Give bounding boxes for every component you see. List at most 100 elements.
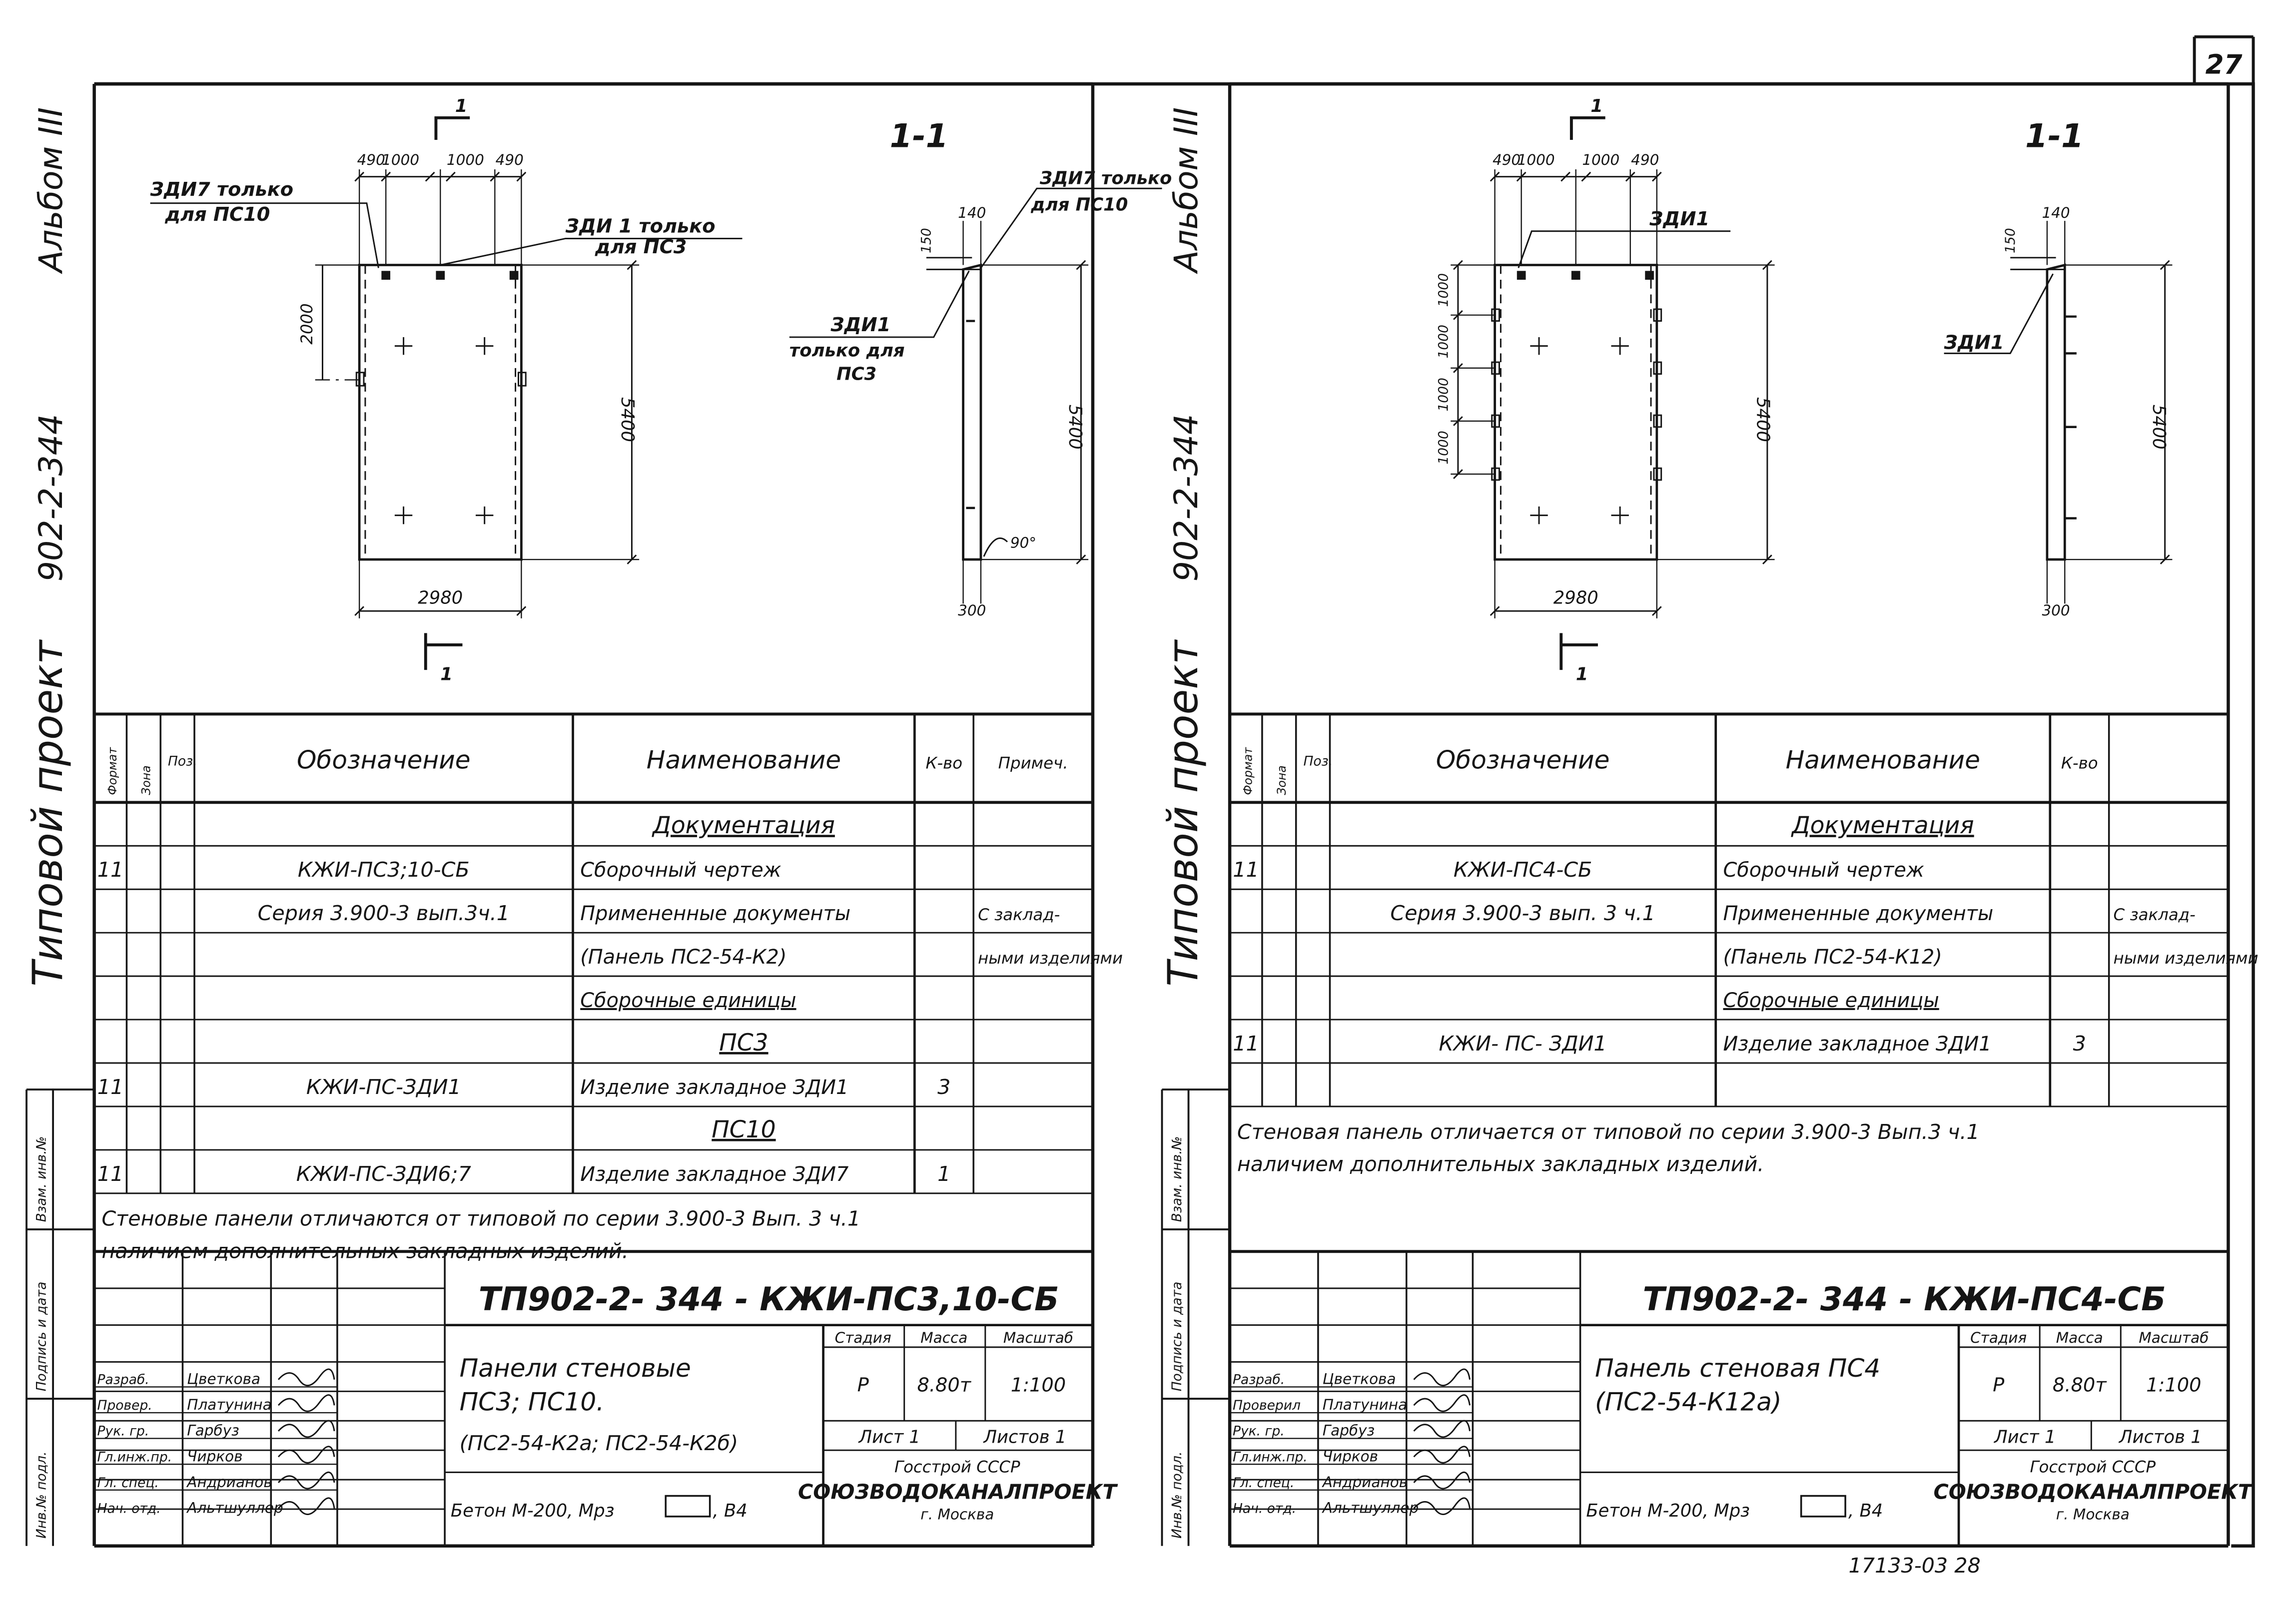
stamp-name: Чирков — [187, 1448, 242, 1465]
cell-qty: 3 — [937, 1075, 950, 1099]
stage-header: Стадия — [835, 1329, 891, 1346]
concrete-tail: , В4 — [1848, 1501, 1883, 1521]
stamp-name: Чирков — [1323, 1448, 1378, 1465]
dim-tick — [1453, 416, 1463, 426]
sec-callout-zdi7: для ПС10 — [1030, 194, 1128, 215]
spec-row: Документация — [1791, 812, 1974, 839]
mass-header: Масса — [920, 1329, 967, 1346]
dim-tick — [1453, 469, 1463, 479]
stamp-name: Цветкова — [187, 1371, 260, 1388]
embedded-item — [1653, 414, 1662, 428]
cell-name: ПС3 — [719, 1029, 768, 1057]
spine-code: 902-2-344 — [1168, 414, 1205, 582]
embedded-item — [1491, 361, 1500, 375]
dim-150: 150 — [2003, 228, 2018, 253]
concrete-spec: Бетон М-200, Мрз — [451, 1501, 615, 1521]
stamp-name: Платунина — [1323, 1396, 1407, 1413]
dim-top: 490 — [1631, 151, 1659, 168]
spec-row: (Панель ПС2-54-К12)ными изделиями — [1723, 946, 2258, 969]
stamp-role: Провер. — [97, 1398, 152, 1413]
sec-callout-zdi1: ЗДИ1 — [830, 314, 890, 336]
section-mark-top — [1569, 116, 1605, 140]
cell-name: (Панель ПС2-54-К2) — [580, 946, 786, 969]
stamp-role: Разраб. — [97, 1372, 149, 1388]
callout-zdi7: ЗДИ7 только — [150, 178, 293, 201]
embedded-item — [1571, 271, 1580, 280]
spec-row: (Панель ПС2-54-К2)ными изделиями — [580, 946, 1123, 969]
mass-header: Масса — [2056, 1329, 2103, 1346]
leader-zdi1 — [1944, 273, 2054, 354]
dim-tick — [1762, 260, 1772, 270]
mass-value: 8.80т — [917, 1374, 971, 1396]
spec-row: Сборочные единицы — [580, 989, 796, 1012]
archive-code: 17133-03 28 — [1849, 1554, 1981, 1578]
cell-name: ПС10 — [712, 1116, 775, 1143]
scale-header: Масштаб — [1003, 1329, 1073, 1346]
dim-150: 150 — [919, 228, 934, 253]
cell-format: 11 — [97, 1162, 124, 1186]
panel-outline — [1494, 264, 1658, 561]
dim-1000: 1000 — [1436, 325, 1451, 358]
callout-zdi1: ЗДИ1 — [1649, 208, 1709, 230]
cell-code: Серия 3.900-3 вып.3ч.1 — [258, 901, 510, 925]
stamp-name: Платунина — [187, 1396, 271, 1413]
embedded-item — [518, 372, 527, 387]
section-mark-label: 1 — [440, 664, 453, 685]
hdr-code: Обозначение — [1436, 745, 1610, 775]
signature — [1413, 1497, 1471, 1515]
dim-top: 490 — [496, 151, 524, 168]
hdr-format: Формат — [105, 747, 119, 795]
dim-2000: 2000 — [297, 303, 316, 344]
page-number: 27 — [2206, 49, 2243, 80]
spec-row: Сборочные единицы — [1723, 989, 1939, 1012]
title-block: ТП902-2- 344 - КЖИ-ПС3,10-СБ Панели стено… — [94, 1250, 1118, 1546]
hdr-qty: К-во — [925, 754, 962, 773]
dim-5400: 5400 — [617, 397, 638, 442]
outer-frame: 27 17133-03 28 — [94, 35, 2255, 1578]
drawing-title: Панели стеновые — [460, 1353, 691, 1383]
stamp-role: Нач. отд. — [97, 1501, 161, 1516]
dim-tick — [446, 171, 456, 182]
hdr-qty: К-во — [2061, 754, 2098, 773]
cell-name: Изделие закладное ЗДИ1 — [580, 1076, 848, 1099]
stamp-role: Нач. отд. — [1233, 1501, 1296, 1516]
stage-value: Р — [857, 1374, 869, 1396]
stamp-role: Рук. гр. — [97, 1424, 149, 1439]
section-mark-label: 1 — [455, 96, 468, 116]
side-label: Подпись и дата — [1169, 1282, 1185, 1392]
embedded-item — [1653, 308, 1662, 322]
dim-top: 1000 — [1518, 151, 1555, 168]
dim-5400: 5400 — [2149, 405, 2169, 450]
stamp-name: Андрианов — [1322, 1474, 1408, 1491]
spine-project: Типовой проект — [24, 639, 72, 987]
side-label: Взам. инв.№ — [1169, 1136, 1185, 1222]
org-name: СОЮЗВОДОКАНАЛПРОЕКТ — [1933, 1480, 2253, 1504]
hdr-format: Формат — [1241, 747, 1255, 795]
sheet-no: Лист 1 — [1993, 1427, 2056, 1447]
cell-format: 11 — [1233, 1032, 1259, 1056]
mass-value: 8.80т — [2053, 1374, 2107, 1396]
drawing-code: ТП902-2- 344 - КЖИ-ПС3,10-СБ — [479, 1281, 1059, 1318]
stamp-name: Гарбуз — [187, 1422, 239, 1439]
stamp-name: Альтшуллер — [1322, 1499, 1419, 1516]
frame-border — [94, 82, 2255, 1548]
section-mark-label: 1 — [1576, 664, 1588, 685]
note-line: Стеновая панель отличается от типовой по… — [1237, 1120, 1980, 1144]
side-label: Инв.№ подл. — [33, 1452, 49, 1539]
section-title: 1-1 — [890, 118, 948, 155]
callout-zdi1: для ПС3 — [595, 236, 687, 258]
cell-code: КЖИ- ПС- ЗДИ1 — [1439, 1032, 1607, 1056]
note-line: Стеновые панели отличаются от типовой по… — [101, 1207, 860, 1231]
dim-tick — [2160, 260, 2170, 270]
cell-code: КЖИ-ПС4-СБ — [1454, 858, 1592, 882]
dim-top: 490 — [357, 151, 385, 168]
embedded-item — [355, 372, 365, 387]
cell-name: Сборочные единицы — [1723, 989, 1939, 1012]
signature — [277, 1420, 335, 1438]
